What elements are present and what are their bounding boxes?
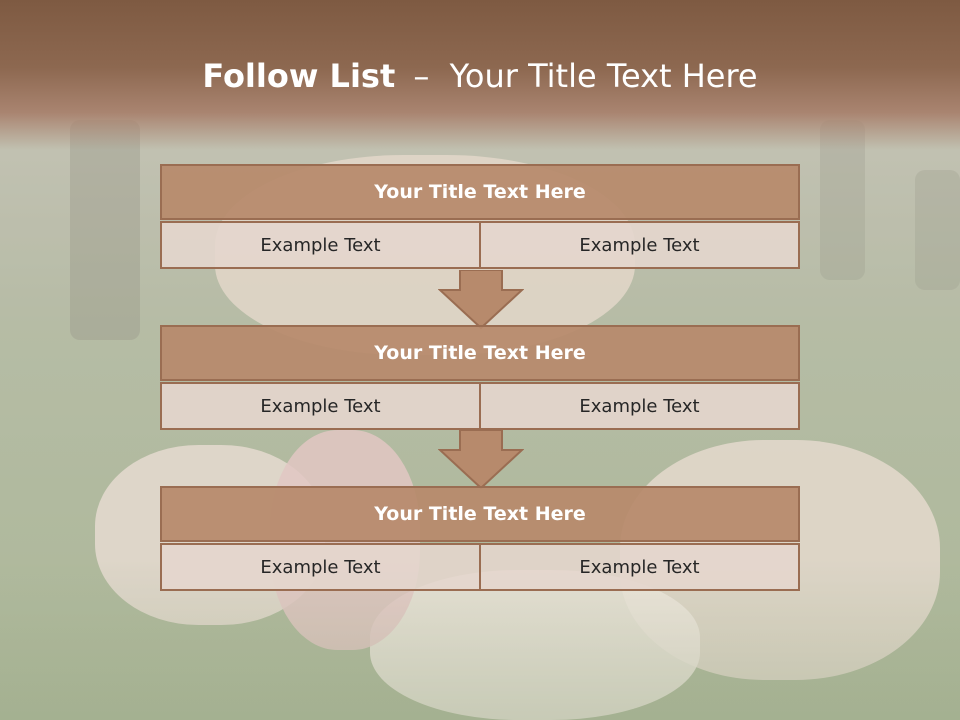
background-figure [370,570,700,720]
background-tree [70,120,140,340]
block-cell-left: Example Text [160,221,481,269]
background-tree [915,170,960,290]
list-block-2: Your Title Text Here Example Text Exampl… [160,325,800,430]
block-row: Example Text Example Text [160,543,800,591]
block-title: Your Title Text Here [160,164,800,220]
block-row: Example Text Example Text [160,221,800,269]
list-block-1: Your Title Text Here Example Text Exampl… [160,164,800,269]
block-title: Your Title Text Here [160,486,800,542]
block-title: Your Title Text Here [160,325,800,381]
block-cell-right: Example Text [481,221,800,269]
slide-title: Follow List – Your Title Text Here [0,55,960,97]
block-row: Example Text Example Text [160,382,800,430]
block-cell-left: Example Text [160,543,481,591]
slide-title-dash: – [413,57,430,95]
block-cell-right: Example Text [481,382,800,430]
block-cell-left: Example Text [160,382,481,430]
header-band [0,0,960,150]
down-arrow-icon [438,430,524,490]
block-cell-right: Example Text [481,543,800,591]
slide-title-bold: Follow List [202,57,396,95]
slide-title-text: Your Title Text Here [449,57,758,95]
down-arrow-icon [438,270,524,330]
list-block-3: Your Title Text Here Example Text Exampl… [160,486,800,591]
